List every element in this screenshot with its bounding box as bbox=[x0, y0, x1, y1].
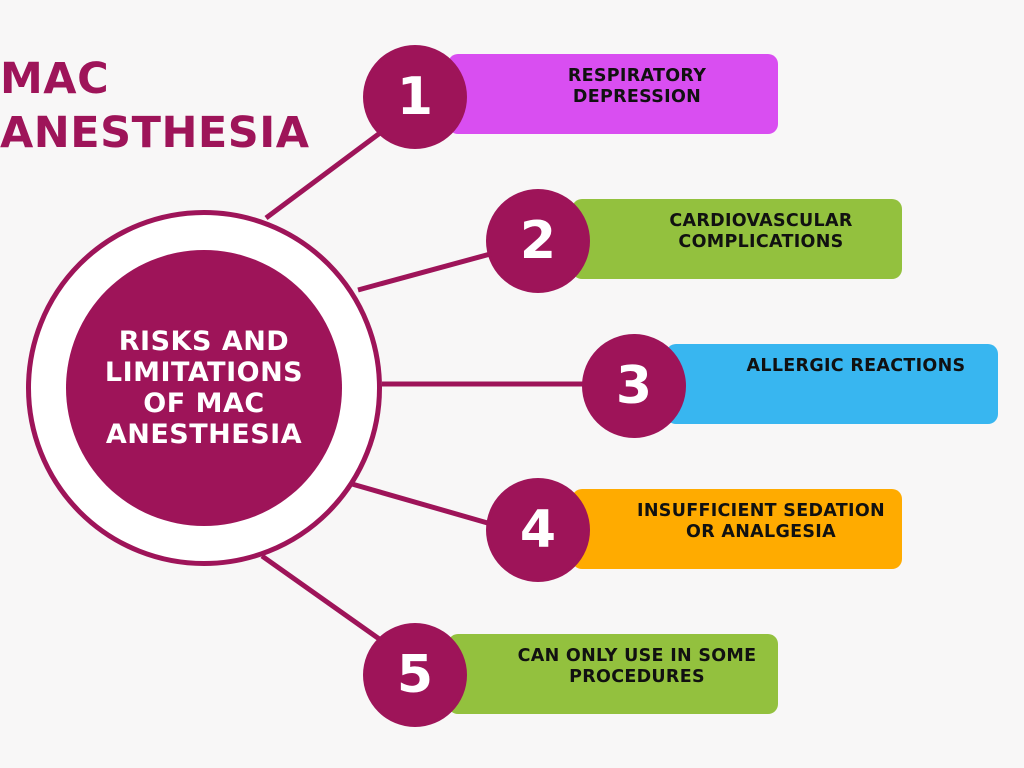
number-badge-2: 2 bbox=[489, 192, 587, 290]
connector-4 bbox=[351, 481, 506, 531]
item-label-2: CARDIOVASCULAR COMPLICATIONS bbox=[669, 211, 853, 252]
hub-label: RISKS AND LIMITATIONS OF MAC ANESTHESIA bbox=[104, 326, 304, 450]
connector-5 bbox=[260, 553, 394, 651]
item-label-1: RESPIRATORY DEPRESSION bbox=[567, 66, 707, 107]
item-label-3: ALLERGIC REACTIONS bbox=[746, 356, 966, 376]
hub-circle: RISKS AND LIMITATIONS OF MAC ANESTHESIA bbox=[66, 250, 342, 526]
number-badge-3: 3 bbox=[585, 337, 683, 435]
item-bar-3: ALLERGIC REACTIONS bbox=[666, 344, 998, 424]
connector-2 bbox=[357, 247, 506, 293]
item-label-4: INSUFFICIENT SEDATION OR ANALGESIA bbox=[637, 501, 885, 542]
number-2: 2 bbox=[519, 211, 557, 271]
number-badge-1: 1 bbox=[366, 48, 464, 146]
number-badge-4: 4 bbox=[489, 481, 587, 579]
item-label-5: CAN ONLY USE IN SOME PROCEDURES bbox=[517, 646, 757, 687]
title-line-2: ANESTHESIA bbox=[0, 108, 310, 158]
page-title: MAC ANESTHESIA bbox=[0, 52, 310, 160]
number-badge-5: 5 bbox=[366, 626, 464, 724]
item-bar-2: CARDIOVASCULAR COMPLICATIONS bbox=[572, 199, 902, 279]
number-4: 4 bbox=[519, 500, 557, 560]
number-3: 3 bbox=[615, 356, 653, 416]
item-bar-1: RESPIRATORY DEPRESSION bbox=[448, 54, 778, 134]
number-5: 5 bbox=[396, 645, 434, 705]
connector-1 bbox=[264, 121, 394, 221]
item-bar-4: INSUFFICIENT SEDATION OR ANALGESIA bbox=[572, 489, 902, 569]
title-line-1: MAC bbox=[0, 54, 110, 104]
number-1: 1 bbox=[396, 67, 434, 127]
item-bar-5: CAN ONLY USE IN SOME PROCEDURES bbox=[448, 634, 778, 714]
